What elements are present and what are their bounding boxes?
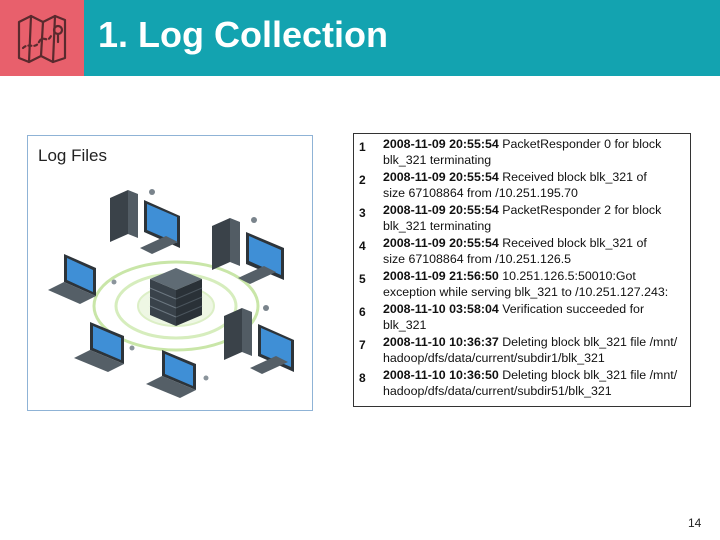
log-entry-continuation: hadoop/dfs/data/current/subdir1/blk_321 — [383, 351, 605, 365]
log-entry-number: 6 — [359, 305, 366, 319]
log-entry-timestamp: 2008-11-09 20:55:54 — [383, 203, 499, 217]
desktop-computer-icon — [110, 189, 180, 254]
log-entry-continuation: hadoop/dfs/data/current/subdir51/blk_321 — [383, 384, 612, 398]
log-entries-table: 1 2008-11-09 20:55:54 PacketResponder 0 … — [353, 133, 691, 407]
folded-map-icon — [17, 14, 67, 64]
log-entry-timestamp: 2008-11-10 03:58:04 — [383, 302, 499, 316]
log-entry-timestamp: 2008-11-10 10:36:37 — [383, 335, 499, 349]
log-entry-row: 4 2008-11-09 20:55:54 Received block blk… — [354, 235, 690, 268]
log-entry-timestamp: 2008-11-09 20:55:54 — [383, 236, 499, 250]
log-entry-line: 2008-11-09 20:55:54 PacketResponder 0 fo… — [383, 136, 661, 153]
log-entry-message: Received block blk_321 of — [498, 170, 647, 184]
log-entry-number: 4 — [359, 239, 366, 253]
log-entry-timestamp: 2008-11-10 10:36:50 — [383, 368, 499, 382]
log-entry-line: 2008-11-10 03:58:04 Verification succeed… — [383, 301, 644, 318]
log-entry-number: 7 — [359, 338, 366, 352]
log-entry-row: 5 2008-11-09 21:56:50 10.251.126.5:50010… — [354, 268, 690, 301]
log-entry-continuation: size 67108864 from /10.251.126.5 — [383, 252, 572, 266]
log-entry-row: 7 2008-11-10 10:36:37 Deleting block blk… — [354, 334, 690, 367]
slide-title: 1. Log Collection — [98, 14, 389, 55]
log-entry-row: 3 2008-11-09 20:55:54 PacketResponder 2 … — [354, 202, 690, 235]
network-ring-outer — [92, 260, 260, 352]
log-entry-row: 2 2008-11-09 20:55:54 Received block blk… — [354, 169, 690, 202]
log-entry-continuation: blk_321 — [383, 318, 427, 332]
log-entry-line: 2008-11-09 20:55:54 Received block blk_3… — [383, 235, 647, 252]
log-entry-message: PacketResponder 0 for block — [498, 137, 662, 151]
laptop-icon — [74, 322, 135, 372]
log-entry-timestamp: 2008-11-09 20:55:54 — [383, 137, 499, 151]
log-entry-row: 6 2008-11-10 03:58:04 Verification succe… — [354, 301, 690, 334]
log-files-title: Log Files — [38, 146, 107, 165]
log-entry-number: 1 — [359, 140, 366, 154]
log-entry-message: Deleting block blk_321 file /mnt/ — [498, 335, 678, 349]
log-entry-line: 2008-11-10 10:36:50 Deleting block blk_3… — [383, 367, 677, 384]
log-entry-continuation: exception while serving blk_321 to /10.2… — [383, 285, 669, 299]
log-files-panel: Log Files — [27, 135, 313, 411]
central-server-icon — [149, 268, 203, 326]
log-entry-message: Deleting block blk_321 file /mnt/ — [498, 368, 678, 382]
laptop-icon — [48, 254, 117, 304]
log-entry-message: Verification succeeded for — [498, 302, 645, 316]
log-entry-number: 5 — [359, 272, 366, 286]
desktop-computer-icon — [212, 217, 284, 284]
log-entry-line: 2008-11-10 10:36:37 Deleting block blk_3… — [383, 334, 677, 351]
log-entry-timestamp: 2008-11-09 21:56:50 — [383, 269, 499, 283]
log-entry-line: 2008-11-09 21:56:50 10.251.126.5:50010:G… — [383, 268, 636, 285]
log-entry-continuation: blk_321 terminating — [383, 153, 492, 167]
log-entry-number: 3 — [359, 206, 366, 220]
log-entry-message: 10.251.126.5:50010:Got — [498, 269, 636, 283]
log-entry-number: 2 — [359, 173, 366, 187]
log-entry-number: 8 — [359, 371, 366, 385]
slide-header: 1. Log Collection — [0, 0, 720, 76]
log-entry-timestamp: 2008-11-09 20:55:54 — [383, 170, 499, 184]
laptop-icon — [146, 350, 209, 398]
log-entry-continuation: blk_321 terminating — [383, 219, 492, 233]
log-entry-message: PacketResponder 2 for block — [498, 203, 662, 217]
log-entry-row: 8 2008-11-10 10:36:50 Deleting block blk… — [354, 367, 690, 400]
log-entry-line: 2008-11-09 20:55:54 Received block blk_3… — [383, 169, 647, 186]
log-entry-continuation: size 67108864 from /10.251.195.70 — [383, 186, 578, 200]
network-diagram — [48, 189, 294, 398]
desktop-computer-icon — [224, 305, 294, 374]
log-entry-row: 1 2008-11-09 20:55:54 PacketResponder 0 … — [354, 136, 690, 169]
log-entry-message: Received block blk_321 of — [498, 236, 647, 250]
page-number: 14 — [688, 516, 702, 530]
header-icon-box — [0, 0, 84, 76]
log-entry-line: 2008-11-09 20:55:54 PacketResponder 2 fo… — [383, 202, 661, 219]
